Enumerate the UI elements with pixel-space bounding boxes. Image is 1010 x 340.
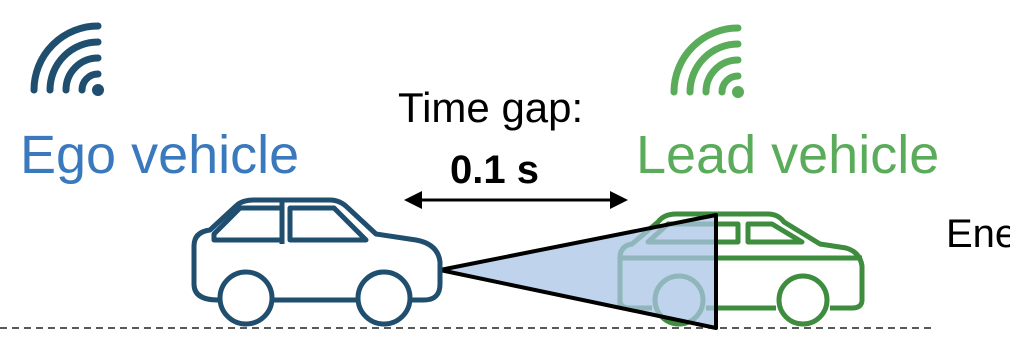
ego-vehicle-label: Ego vehicle <box>20 125 300 185</box>
lead-wifi-icon <box>670 24 744 98</box>
ego-car-icon <box>191 197 443 327</box>
time-gap-value: 0.1 s <box>450 148 539 192</box>
ego-wifi-icon <box>30 22 104 96</box>
time-gap-double-arrow-icon <box>404 191 628 209</box>
partial-text: Ene <box>946 212 1010 256</box>
time-gap-title: Time gap: <box>398 84 584 131</box>
sensor-cone <box>438 213 718 330</box>
lead-vehicle-label: Lead vehicle <box>636 125 940 185</box>
